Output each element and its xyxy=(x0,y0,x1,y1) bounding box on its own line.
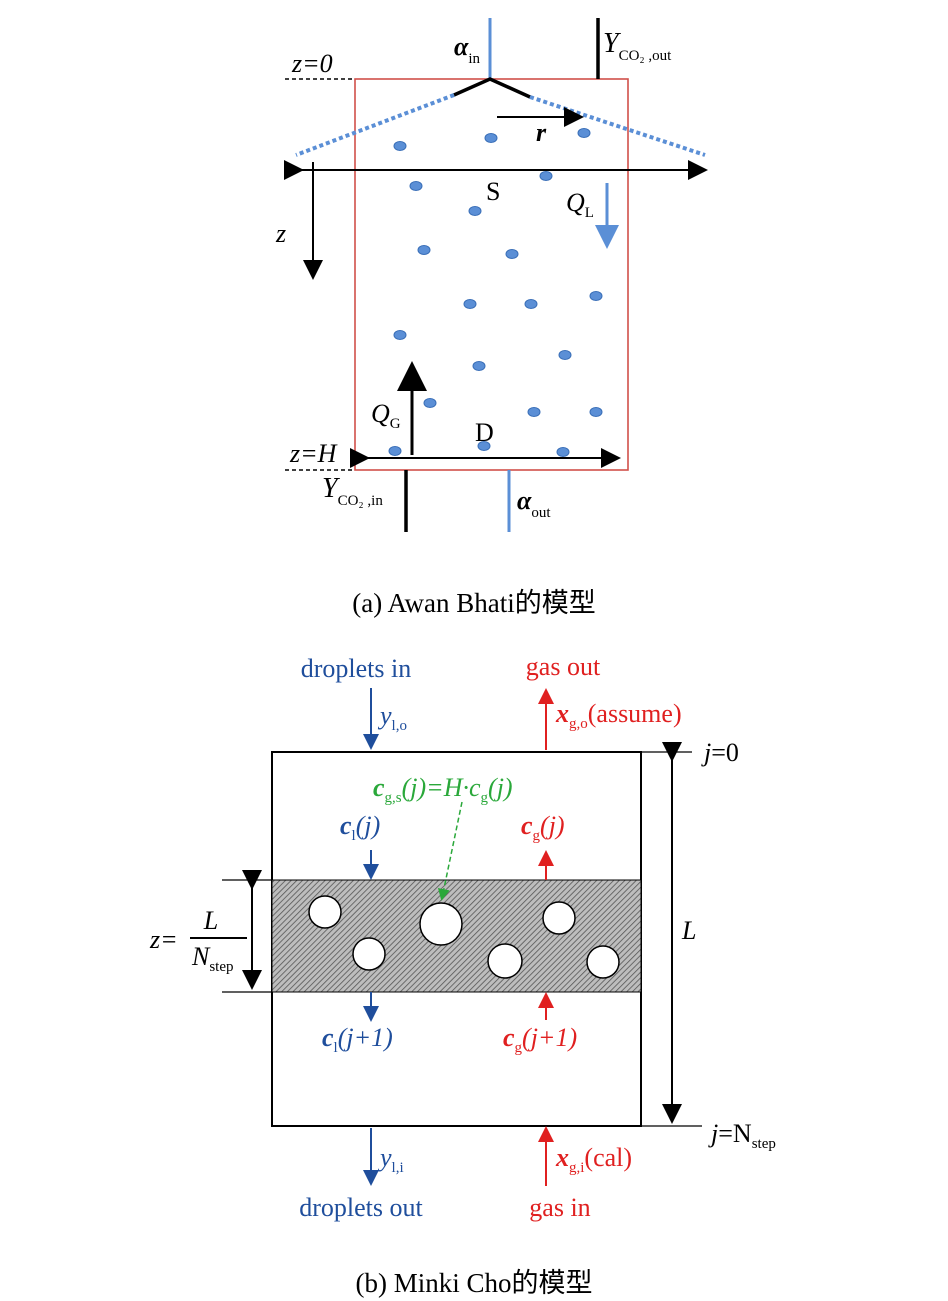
d-label: D xyxy=(475,418,494,447)
ylo-label: yl,o xyxy=(377,701,407,734)
spray-nozzle xyxy=(453,77,531,99)
cl-j-label: cl(j) xyxy=(340,811,380,844)
xgo-label: xg,o(assume) xyxy=(555,699,682,732)
svg-text:z=: z= xyxy=(149,925,178,954)
y-co2-in-label: YCO₂ ,in xyxy=(322,473,383,509)
zh-label: z=H xyxy=(289,439,338,468)
spray-cone-right xyxy=(529,95,706,157)
cg-j1-label: cg(j+1) xyxy=(503,1023,577,1056)
svg-text:L: L xyxy=(203,906,218,935)
panel-b: droplets in gas out yl,o xg,o(assume) j=… xyxy=(149,652,776,1298)
alpha-out-label: αout xyxy=(517,486,551,521)
z0-label: z=0 xyxy=(291,49,333,78)
j0-label: j=0 xyxy=(701,738,739,767)
panel-a: z=0 αin YCO₂ ,out r S QL z QG D z=H xyxy=(275,18,708,618)
cl-j1-label: cl(j+1) xyxy=(322,1023,393,1056)
dz-label: z= L Nstep xyxy=(149,906,247,975)
spray-cone-left xyxy=(295,93,455,157)
xgi-label: xg,i(cal) xyxy=(555,1143,632,1176)
jn-label: j=Nstep xyxy=(708,1119,776,1152)
yli-label: yl,i xyxy=(377,1143,404,1176)
qg-label: QG xyxy=(371,399,401,432)
interface-pointer xyxy=(437,801,463,901)
droplets-in-label: droplets in xyxy=(301,654,412,683)
r-label: r xyxy=(536,118,547,147)
gas-in-label: gas in xyxy=(529,1193,590,1222)
droplets-out-label: droplets out xyxy=(299,1193,423,1222)
interface-equation: cg,s(j)=H·cg(j) xyxy=(373,773,513,806)
ql-label: QL xyxy=(566,188,594,221)
alpha-in-label: αin xyxy=(454,32,481,67)
caption-b: (b) Minki Cho的模型 xyxy=(355,1268,592,1298)
caption-a: (a) Awan Bhati的模型 xyxy=(352,588,595,618)
cg-j-label: cg(j) xyxy=(521,811,565,844)
bubbles xyxy=(308,895,620,979)
svg-text:Nstep: Nstep xyxy=(191,942,234,975)
s-label: S xyxy=(486,177,500,206)
gas-out-label: gas out xyxy=(526,652,601,681)
z-axis-label: z xyxy=(275,219,286,248)
y-co2-out-label: YCO₂ ,out xyxy=(603,28,672,64)
l-label: L xyxy=(681,916,696,945)
